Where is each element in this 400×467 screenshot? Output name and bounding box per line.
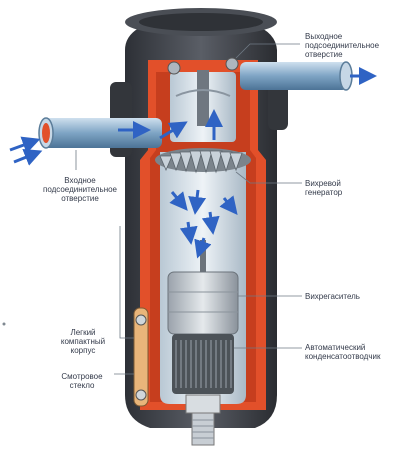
flow-arrows: [9, 67, 377, 259]
inlet-pipe: [38, 117, 162, 149]
label-housing: Легкий компактный корпус: [60, 328, 106, 355]
vortex-generator: [155, 148, 251, 174]
sight-glass: [133, 307, 149, 407]
label-auto-drain: Автоматический конденсатоотводчик: [305, 343, 381, 361]
label-sight-glass: Смотровое стекло: [61, 372, 103, 390]
auto-drain: [172, 334, 234, 446]
label-vortex-damper: Вихрегаситель: [305, 292, 360, 301]
margin-dot: [2, 322, 6, 326]
leader-lines: [75, 43, 302, 375]
label-outlet: Выходное подсоединительное отверстие: [305, 32, 380, 59]
label-vortex-generator: Вихревой генератор: [305, 179, 343, 197]
outlet-pipe: [240, 61, 353, 91]
label-inlet: Входное подсоединительное отверстие: [42, 176, 118, 203]
